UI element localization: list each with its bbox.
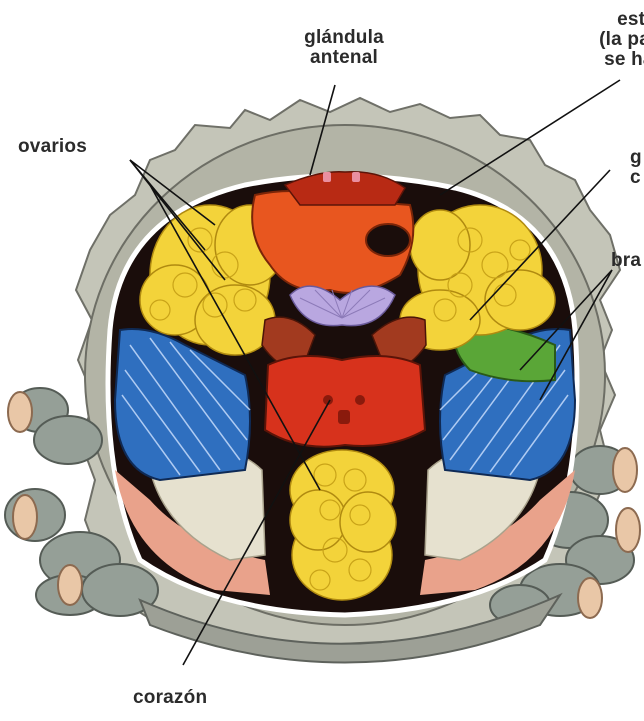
label-estomago: estó (la parte se ha a xyxy=(542,10,644,70)
label-branquias: bra xyxy=(611,251,641,271)
stomach-dark-chamber xyxy=(366,224,410,256)
ovaries-lower xyxy=(290,450,396,600)
label-ovarios: ovarios xyxy=(18,137,87,157)
label-g-right: g c xyxy=(630,148,642,188)
label-corazon: corazón xyxy=(133,688,207,708)
label-glandula-antenal: glándula antenal xyxy=(284,28,404,68)
